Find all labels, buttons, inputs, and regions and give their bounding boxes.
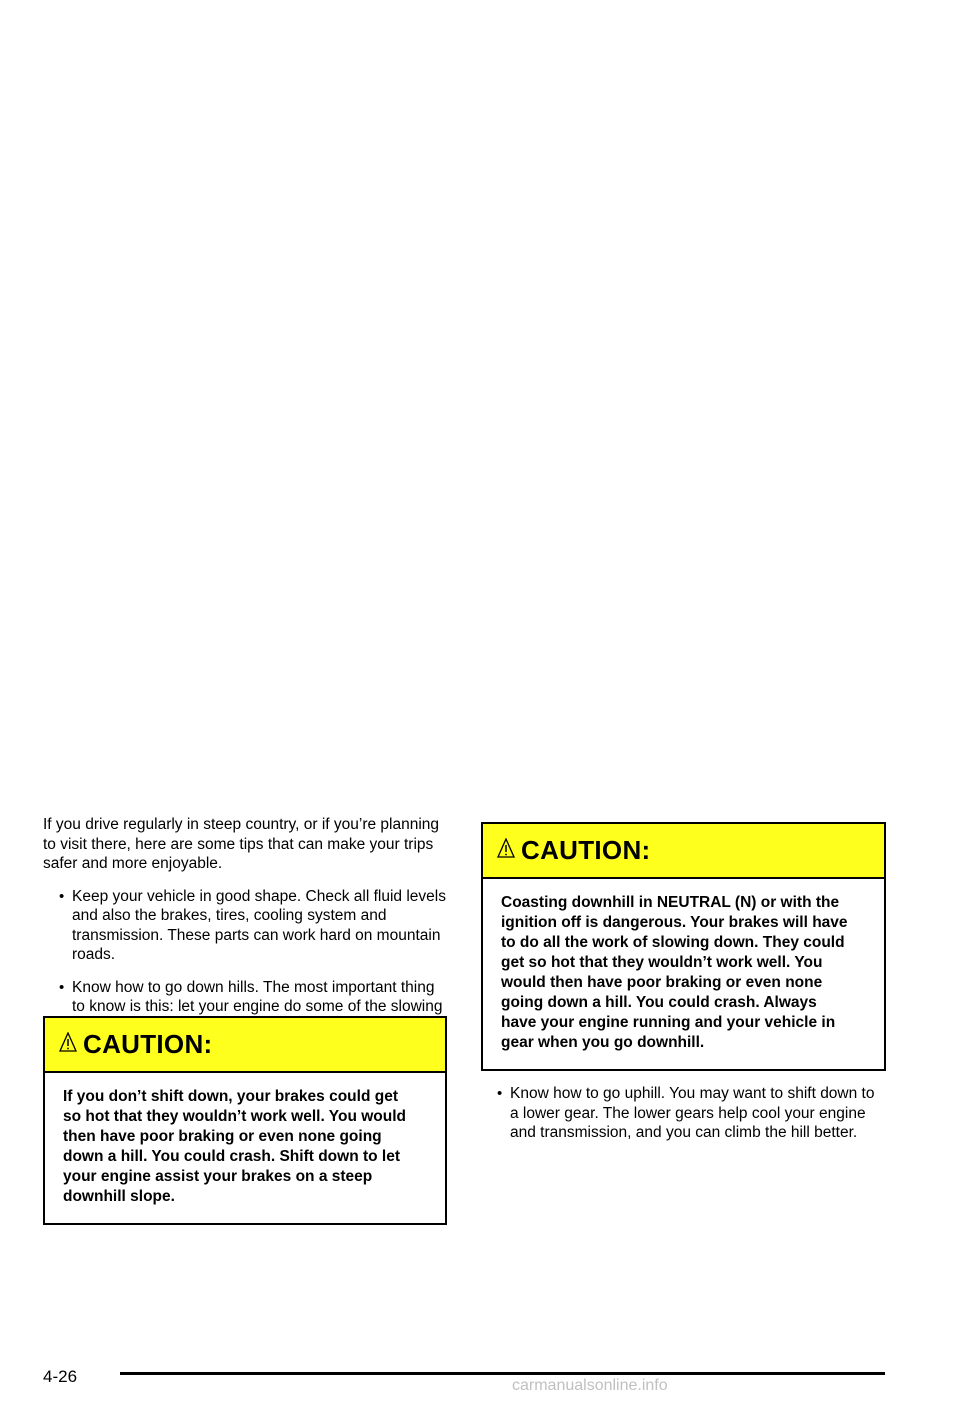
right-column: CAUTION: Coasting downhill in NEUTRAL (N… [481, 822, 886, 1143]
footer-rule [120, 1372, 885, 1375]
right-bullet-list: • Know how to go uphill. You may want to… [481, 1084, 886, 1143]
page-number: 4-26 [43, 1367, 78, 1386]
bullet-text: Keep your vehicle in good shape. Check a… [72, 887, 446, 964]
list-item: • Keep your vehicle in good shape. Check… [43, 887, 448, 965]
intro-paragraph: If you drive regularly in steep country,… [43, 816, 440, 872]
caution-title: CAUTION: [521, 835, 651, 865]
caution-header: CAUTION: [45, 1018, 445, 1073]
watermark: carmanualsonline.info [512, 1377, 668, 1394]
bullet-dot: • [59, 887, 65, 905]
warning-triangle-icon [497, 837, 515, 858]
bullet-text: Know how to go uphill. You may want to s… [510, 1085, 875, 1141]
bullet-dot: • [59, 978, 65, 996]
bullet-dot: • [497, 1085, 503, 1102]
caution-header: CAUTION: [483, 824, 884, 879]
caution-text: Coasting downhill in NEUTRAL (N) or with… [501, 894, 848, 1051]
list-item: • Know how to go uphill. You may want to… [481, 1084, 886, 1143]
caution-box-right: CAUTION: Coasting downhill in NEUTRAL (N… [481, 822, 886, 1071]
warning-triangle-icon [59, 1031, 77, 1052]
caution-text: If you don’t shift down, your brakes cou… [63, 1088, 407, 1205]
caution-title: CAUTION: [83, 1029, 213, 1059]
caution-box-left: CAUTION: If you don’t shift down, your b… [43, 1016, 447, 1225]
